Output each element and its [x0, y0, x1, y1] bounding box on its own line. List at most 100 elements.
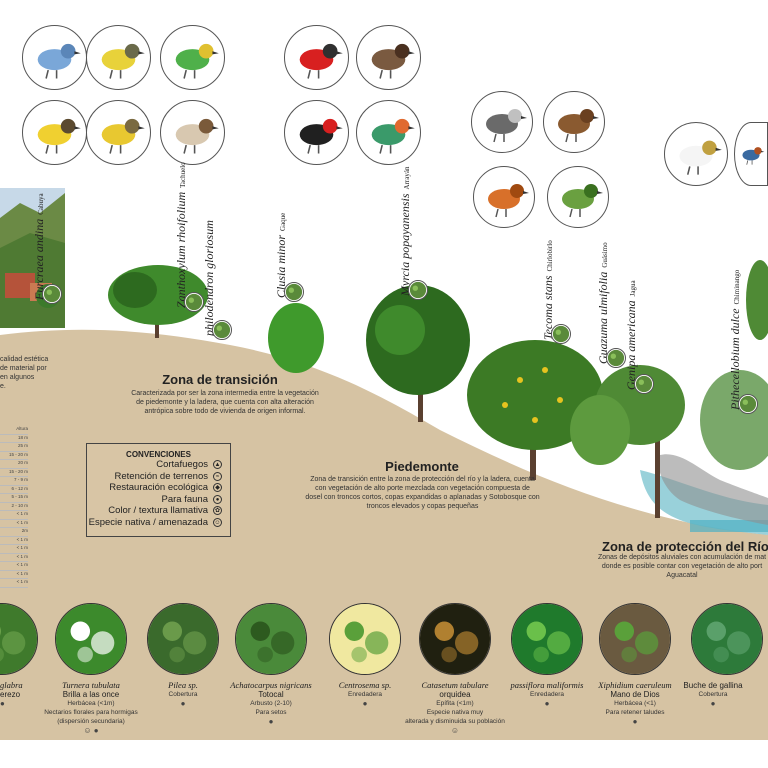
plant-syms: ☺ ●: [83, 726, 99, 735]
tree-label: Pithecellobium dulceChiminango: [726, 270, 744, 410]
legend: CONVENCIONES Cortafuegos▲Retención de te…: [86, 443, 231, 537]
tree-photo-icon: [606, 348, 626, 368]
zone-transicion-description: Caracterizada por ser la zona intermedia…: [131, 390, 319, 415]
legend-item: Cortafuegos▲: [87, 459, 230, 471]
legend-item: Especie nativa / amenazada ☺: [87, 517, 230, 529]
egret-icon: [664, 122, 728, 186]
plant-sci: Turnera tubulata: [62, 680, 120, 690]
height-table-cell: 7 - 9 m: [0, 477, 28, 486]
social-flycatcher-icon: [86, 100, 151, 165]
plant-com: Totocal: [258, 690, 284, 699]
legend-item-label: Retención de terrenos: [114, 470, 208, 482]
plant-syms: ●: [0, 699, 5, 708]
great-kiskadee-icon: [22, 100, 87, 165]
legend-item-label: Para fauna: [161, 493, 208, 505]
squirrel-icon: [473, 166, 535, 228]
plant-sci: Pilea sp.: [168, 680, 198, 690]
tree-common-name: Guásimo: [601, 242, 609, 268]
plant-note: Enredadera: [348, 691, 382, 698]
legend-symbol-icon: ◆: [213, 483, 222, 493]
height-table-cell: 20 m: [0, 460, 28, 469]
height-table-cell: 15 - 20 m: [0, 469, 28, 477]
plant-photo-icon: [235, 603, 307, 675]
tree-photo-icon: [184, 292, 204, 312]
plant-syms: ☺: [450, 726, 460, 735]
plant-label: Centrosema sp.Enredadera●: [310, 680, 420, 709]
plant-syms: ●: [544, 699, 550, 708]
plant-syms: ●: [362, 699, 368, 708]
tree-photo-icon: [634, 374, 654, 394]
legend-item: Para fauna ●: [87, 494, 230, 506]
landscape-photo: [0, 188, 65, 328]
plant-note: Cobertura: [168, 691, 198, 698]
plant-com: Brilla a las once: [62, 690, 120, 699]
tree-common-name: Tachuelo: [179, 162, 187, 188]
bat-icon: [356, 25, 421, 90]
tree-label: Furcraea andinaCabuya: [30, 193, 48, 300]
height-table-cell: < 1 m: [0, 545, 28, 554]
tree-common-name: Chiminango: [733, 269, 741, 305]
iguana-icon: [547, 166, 609, 228]
plant-sci: Centrosema sp.: [338, 680, 392, 690]
height-table-cell: < 1 m: [0, 562, 28, 571]
plant-sci: passiflora maliformis: [510, 680, 584, 690]
tree-scientific-name: Zanthoxylum rhoifolium: [174, 191, 188, 308]
legend-symbol-icon: ☺: [213, 517, 222, 527]
tree-label: Myrcia popayanensis Arrayán: [396, 167, 414, 296]
zone-piedemonte-description: Zona de transición entre la zona de prot…: [305, 476, 540, 510]
parakeet-icon: [160, 25, 225, 90]
plant-com: erezo: [0, 690, 21, 699]
tree-scientific-name: philodendron gloriosum: [202, 220, 216, 336]
legend-item-label: Especie nativa / amenazada: [88, 516, 208, 528]
legend-symbol-icon: ≈: [213, 471, 222, 481]
plant-note: Arbusto (2-10) Para setos: [250, 700, 292, 716]
plant-photo-icon: [147, 603, 219, 675]
tree-label: Zanthoxylum rhoifolium Tachuelo: [172, 162, 190, 308]
plant-sci: glabra: [0, 680, 23, 690]
plant-photo-icon: [599, 603, 671, 675]
zone-transicion-title: Zona de transición: [162, 372, 278, 387]
height-table-cell: 2 - 10 m: [0, 503, 28, 511]
tree-scientific-name: Myrcia popayanensis: [398, 193, 412, 296]
hummingbird-icon: [356, 100, 421, 165]
tree-label: Genipa americanaJagua: [622, 280, 640, 390]
plant-photo-icon: [419, 603, 491, 675]
legend-symbol-icon: ✿: [213, 506, 222, 516]
height-table-cell: < 1 m: [0, 554, 28, 562]
legend-symbol-icon: ●: [213, 494, 222, 504]
legend-item: Retención de terrenos ≈: [87, 471, 230, 483]
plant-label: Pilea sp.Cobertura●: [128, 680, 238, 709]
height-table-cell: 15 - 20 m: [0, 452, 28, 460]
zone-rio-title: Zona de protección del Río: [602, 539, 768, 554]
legend-symbol-icon: ▲: [213, 460, 222, 470]
tree-photo-icon: [551, 324, 571, 344]
plant-note: Herbácea (<1) Para retener taludes: [605, 700, 665, 716]
agouti-icon: [543, 91, 605, 153]
legend-item: Restauración ecológica◆: [87, 482, 230, 494]
zone-piedemonte-title: Piedemonte: [385, 459, 459, 474]
height-table-cell: < 1 m: [0, 520, 28, 528]
height-table-cell: < 1 m: [0, 537, 28, 545]
plant-syms: ●: [180, 699, 186, 708]
height-table-cell: 6 - 12 m: [0, 486, 28, 494]
woodpecker-icon: [284, 100, 349, 165]
height-table-cell: 25 m: [0, 443, 28, 452]
plant-sci: Catasetum tabulare: [421, 680, 489, 690]
legend-item-label: Color / textura llamativa: [108, 505, 208, 517]
height-table-cell: < 1 m: [0, 579, 28, 588]
tree-photo-icon: [212, 320, 232, 340]
tree-common-name: Arrayán: [403, 166, 411, 190]
kingfisher-icon: [734, 122, 768, 186]
plant-sci: Xiphidium caeruleum: [598, 680, 672, 690]
opossum-icon: [471, 91, 533, 153]
zone-rio-description: Zonas de depósitos aluviales con acumula…: [597, 554, 767, 579]
plant-note: Enredadera: [530, 691, 564, 698]
height-table-cell: 5 - 15 m: [0, 494, 28, 503]
